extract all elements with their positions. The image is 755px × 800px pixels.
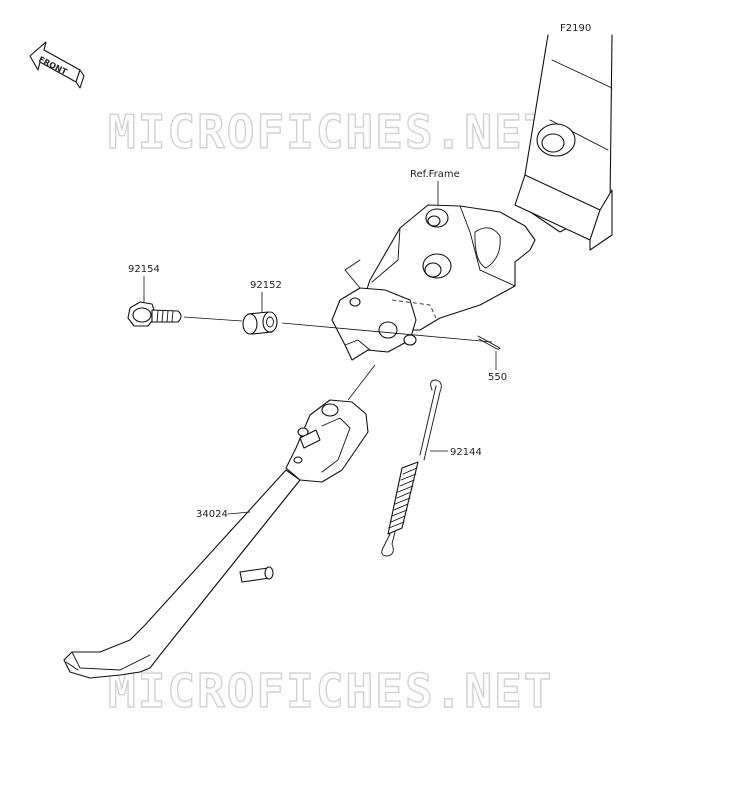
assembly-line xyxy=(347,364,376,401)
part-label-92152: 92152 xyxy=(250,280,282,291)
diagram-code: F2190 xyxy=(560,23,591,34)
cotter-pin-550 xyxy=(477,335,501,350)
part-label-92154: 92154 xyxy=(128,264,160,275)
ref-frame-label: Ref.Frame xyxy=(410,169,460,180)
part-label-34024: 34024 xyxy=(196,509,228,520)
watermark-top: MICROFICHES.NET xyxy=(108,105,553,159)
watermark-bottom: MICROFICHES.NET xyxy=(108,664,553,718)
part-label-92144: 92144 xyxy=(450,447,482,458)
bolt-axis-line-2 xyxy=(281,322,493,343)
bolt-92154 xyxy=(127,301,182,327)
part-leader-34024 xyxy=(227,511,251,515)
frame-reference xyxy=(331,34,613,361)
spring-92144 xyxy=(381,379,442,557)
part-label-550: 550 xyxy=(488,372,507,383)
bolt-axis-line-1 xyxy=(183,316,243,322)
side-stand-34024 xyxy=(63,399,369,679)
front-arrow-icon: FRONT xyxy=(29,41,85,89)
collar-92152 xyxy=(242,311,278,335)
